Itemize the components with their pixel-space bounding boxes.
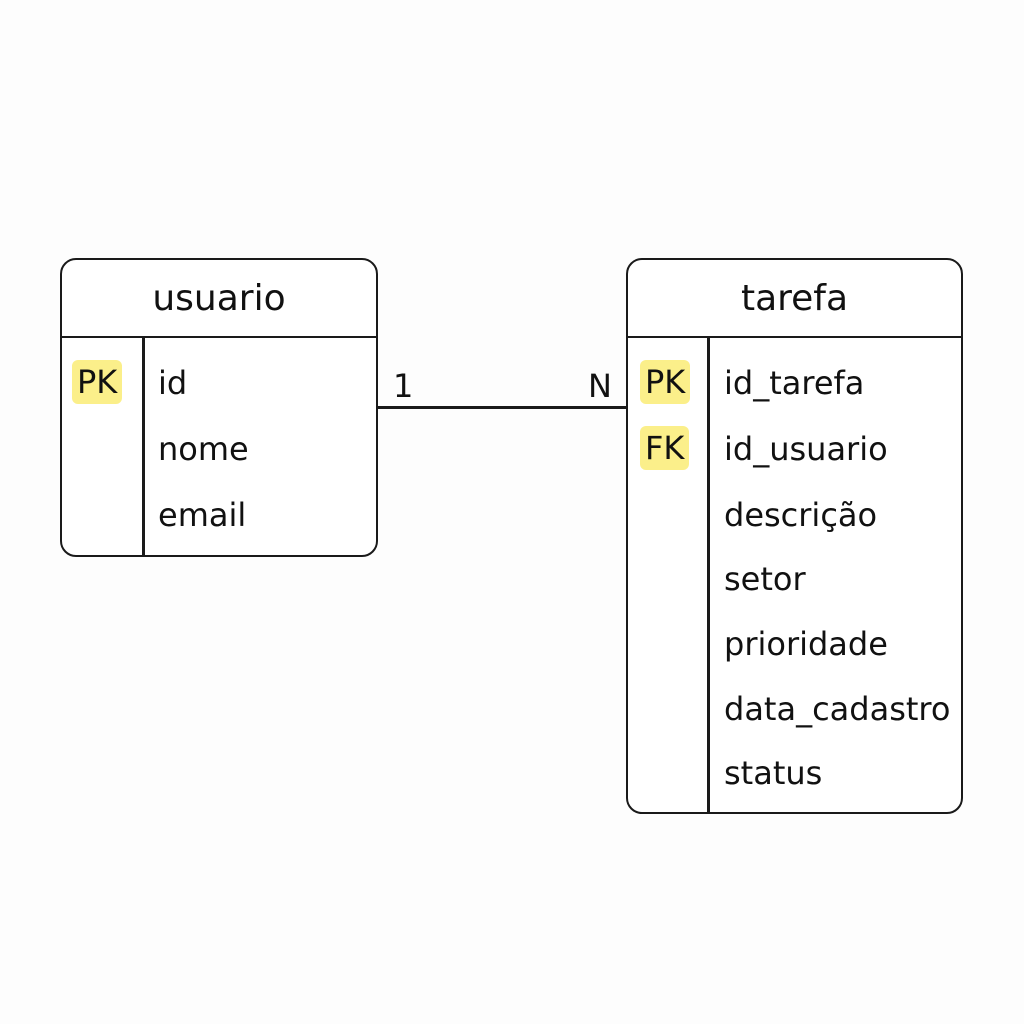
entity-usuario[interactable]: usuario PK id nome email (60, 258, 378, 557)
cardinality-one: 1 (393, 367, 414, 405)
field-name-prioridade: prioridade (724, 625, 888, 663)
cardinality-many: N (588, 367, 612, 405)
field-row-descricao[interactable]: descrição (628, 482, 961, 548)
field-name-email: email (158, 496, 247, 534)
field-name-descricao: descrição (724, 496, 878, 534)
field-name-data-cadastro: data_cadastro (724, 690, 951, 728)
field-row-id-tarefa[interactable]: PK id_tarefa (628, 350, 961, 416)
field-row-id[interactable]: PK id (62, 350, 376, 416)
field-name-id-usuario: id_usuario (724, 430, 888, 468)
field-row-nome[interactable]: nome (62, 416, 376, 482)
relationship-line (378, 406, 626, 409)
field-name-status: status (724, 754, 823, 792)
field-row-id-usuario[interactable]: FK id_usuario (628, 416, 961, 482)
entity-title-usuario: usuario (62, 260, 376, 338)
field-row-setor[interactable]: setor (628, 546, 961, 612)
entity-fields-usuario: PK id nome email (62, 338, 376, 555)
field-row-status[interactable]: status (628, 740, 961, 806)
entity-fields-tarefa: PK id_tarefa FK id_usuario descrição set… (628, 338, 961, 812)
field-name-id: id (158, 364, 188, 402)
key-column-divider (707, 338, 710, 812)
field-row-prioridade[interactable]: prioridade (628, 611, 961, 677)
field-row-email[interactable]: email (62, 482, 376, 548)
key-column-divider (142, 338, 145, 555)
entity-title-tarefa: tarefa (628, 260, 961, 338)
field-name-setor: setor (724, 560, 806, 598)
pk-badge: PK (72, 360, 123, 404)
entity-tarefa[interactable]: tarefa PK id_tarefa FK id_usuario descri… (626, 258, 963, 814)
field-name-id-tarefa: id_tarefa (724, 364, 865, 402)
pk-badge: PK (640, 360, 691, 404)
field-row-data-cadastro[interactable]: data_cadastro (628, 676, 961, 742)
fk-badge: FK (640, 426, 690, 470)
field-name-nome: nome (158, 430, 249, 468)
